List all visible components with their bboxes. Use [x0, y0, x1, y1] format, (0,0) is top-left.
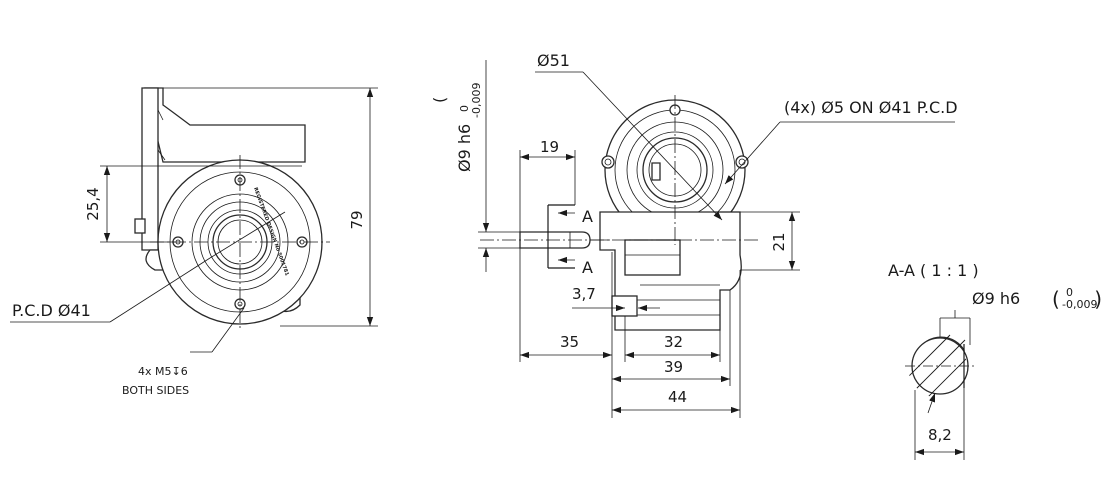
tol-lower-section: -0,009 [1062, 298, 1097, 311]
tol-upper-section: 0 [1066, 286, 1073, 299]
holes-callout: (4x) Ø5 ON Ø41 P.C.D [784, 98, 958, 117]
dim-39: 39 [664, 358, 683, 376]
front-view: REGISTERED DESIGN No 5001781 P.C.D Ø41 4… [10, 87, 378, 397]
both-sides-label: BOTH SIDES [122, 384, 189, 397]
section-mark-top: A [582, 207, 593, 226]
dim-dia-51: Ø51 [537, 51, 570, 70]
dim-3-7: 3,7 [572, 285, 596, 303]
tol-upper-side: 0 [458, 105, 471, 112]
svg-text:(: ( [1052, 287, 1060, 311]
dim-79: 79 [348, 210, 366, 229]
side-nub [134, 218, 146, 234]
dim-19: 19 [540, 138, 559, 156]
dim-32: 32 [664, 333, 683, 351]
pcd-label-left: P.C.D Ø41 [12, 301, 91, 320]
tol-lower-side: -0,009 [470, 83, 483, 118]
section-a-a: A-A ( 1 : 1 ) Ø9 h6 ( 0 -0,009 ) 8,2 [888, 261, 1102, 460]
keyway [651, 162, 661, 181]
dim-8-2: 8,2 [928, 426, 952, 444]
dim-35: 35 [560, 333, 579, 351]
section-title: A-A ( 1 : 1 ) [888, 261, 979, 280]
tapped-holes-label: 4x M5↧6 [138, 365, 188, 378]
shaft-tol-section: Ø9 h6 [972, 289, 1020, 308]
housing-outline [144, 87, 306, 163]
body-window [624, 239, 681, 276]
dim-44: 44 [668, 388, 687, 406]
side-view: A A Ø51 (4x) Ø5 ON Ø41 P.C.D Ø9 h6 0 -0,… [430, 51, 958, 418]
dim-25-4: 25,4 [84, 187, 102, 220]
section-mark-bottom: A [582, 258, 593, 277]
svg-text:): ) [1094, 287, 1102, 311]
shaft-tol-side: Ø9 h6 [455, 124, 474, 172]
dim-21: 21 [770, 232, 788, 251]
paren-side: ( [430, 97, 449, 103]
collar-block [611, 295, 638, 317]
